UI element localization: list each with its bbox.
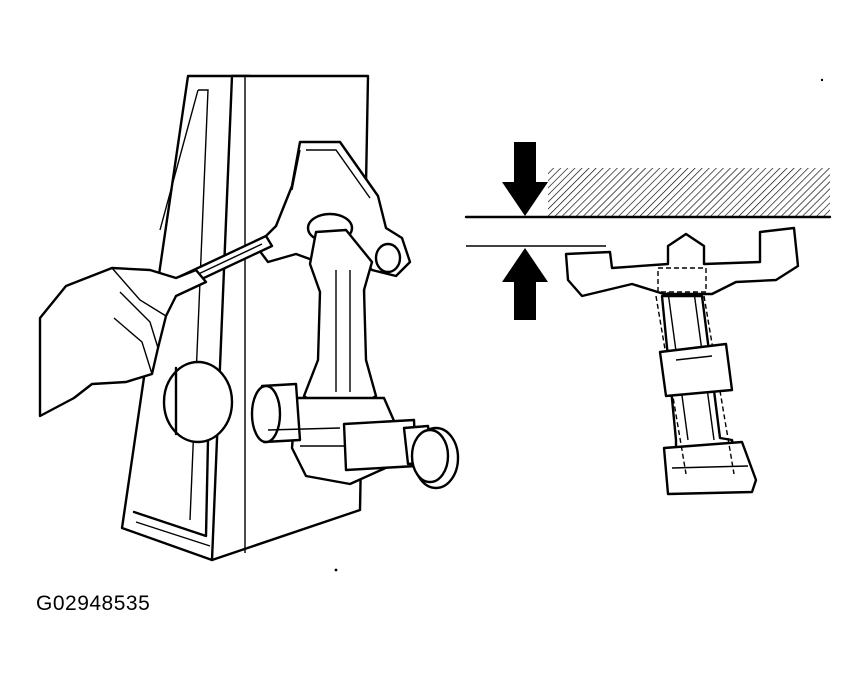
hand bbox=[38, 266, 208, 418]
down-arrow-icon bbox=[502, 142, 548, 216]
speck-mark bbox=[334, 568, 338, 572]
up-arrow-icon bbox=[502, 248, 548, 320]
speck-mark bbox=[820, 78, 824, 82]
reference-surface bbox=[464, 168, 832, 219]
connecting-rod-on-gauge bbox=[564, 226, 800, 496]
figure-id-label: G02948535 bbox=[36, 592, 151, 615]
arbor-mandrel bbox=[250, 382, 460, 490]
